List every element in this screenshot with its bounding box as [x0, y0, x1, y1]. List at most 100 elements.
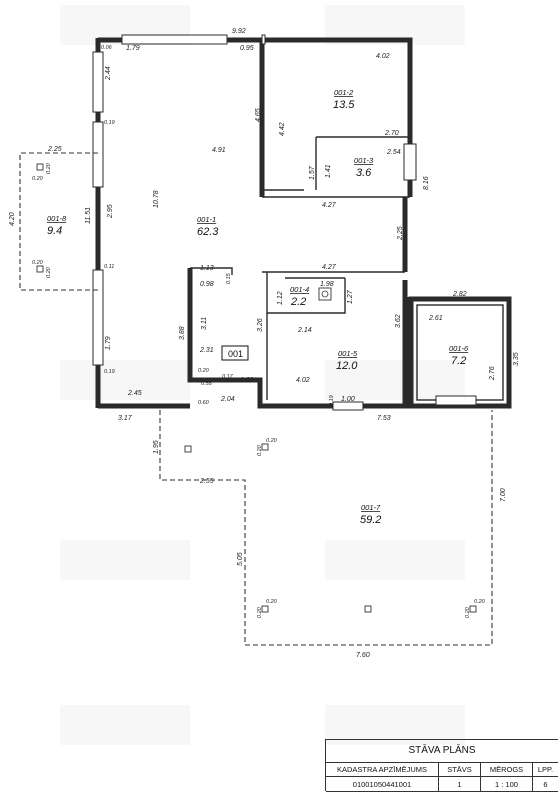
svg-text:2.45: 2.45 [127, 390, 142, 397]
svg-text:0.19: 0.19 [104, 120, 115, 126]
svg-text:0.20: 0.20 [32, 260, 44, 266]
svg-text:2.25: 2.25 [47, 146, 62, 153]
svg-text:7.53: 7.53 [377, 415, 391, 422]
svg-text:0.20: 0.20 [198, 368, 210, 374]
svg-text:0.98: 0.98 [200, 281, 214, 288]
svg-text:0.95: 0.95 [240, 45, 254, 52]
svg-text:4.20: 4.20 [9, 212, 16, 226]
svg-text:2.76: 2.76 [489, 366, 496, 381]
room-area-5: 12.0 [336, 360, 358, 372]
svg-text:1.02: 1.02 [240, 377, 254, 384]
svg-text:0.20: 0.20 [266, 599, 278, 605]
svg-text:7.60: 7.60 [356, 652, 370, 659]
svg-text:0.20: 0.20 [257, 606, 263, 618]
svg-text:3.35: 3.35 [513, 352, 520, 366]
svg-text:0.17: 0.17 [222, 374, 234, 380]
watermark [60, 5, 465, 745]
room-labels: 001-1 62.3 001-2 13.5 001-3 3.6 001-4 2.… [47, 88, 469, 526]
svg-text:2.25: 2.25 [397, 226, 404, 241]
svg-text:2.70: 2.70 [384, 130, 399, 137]
windows [92, 34, 477, 411]
sink-icon [318, 287, 332, 301]
svg-text:0.20: 0.20 [46, 162, 52, 174]
svg-text:0.20: 0.20 [46, 266, 52, 278]
svg-text:1.27: 1.27 [347, 289, 354, 304]
pillars [36, 163, 477, 613]
building-id: 001 [228, 349, 243, 359]
title-block: STĀVA PLĀNS KADASTRA APZĪMĒJUMS STĀVS MĒ… [325, 739, 558, 792]
room-id-3: 001-3 [354, 156, 374, 165]
room-id-6: 001-6 [449, 344, 469, 353]
building-tag-box [221, 345, 249, 361]
room-area-3: 3.6 [356, 167, 372, 179]
svg-text:1.95: 1.95 [153, 440, 160, 454]
room-area-2: 13.5 [333, 99, 355, 111]
svg-text:5.05: 5.05 [237, 552, 244, 566]
svg-text:3.17: 3.17 [118, 415, 133, 422]
tb-header-cadastre: KADASTRA APZĪMĒJUMS [326, 762, 439, 777]
dimension-labels: 9.92 0.06 1.79 0.95 2.44 0.19 4.91 10.78… [9, 28, 520, 659]
svg-text:0.20: 0.20 [257, 444, 263, 456]
svg-text:4.91: 4.91 [212, 147, 226, 154]
room-id-2: 001-2 [334, 88, 354, 97]
tb-value-scale: 1 : 100 [481, 777, 533, 792]
room-area-6: 7.2 [451, 355, 466, 367]
room-id-8: 001-8 [47, 214, 67, 223]
svg-text:4.42: 4.42 [279, 122, 286, 136]
svg-text:2.61: 2.61 [428, 315, 443, 322]
terrace-outlines [19, 152, 493, 646]
svg-text:4.02: 4.02 [296, 377, 310, 384]
svg-text:2.31: 2.31 [199, 347, 214, 354]
svg-text:2.54: 2.54 [386, 149, 401, 156]
room-id-5: 001-5 [338, 349, 358, 358]
svg-text:4.27: 4.27 [322, 264, 337, 271]
tb-header-scale: MĒROGS [481, 762, 533, 777]
svg-text:1.00: 1.00 [341, 396, 355, 403]
svg-text:2.44: 2.44 [105, 66, 112, 81]
svg-text:2.04: 2.04 [220, 396, 235, 403]
svg-text:0.15: 0.15 [226, 272, 232, 284]
svg-text:10.78: 10.78 [153, 190, 160, 208]
svg-text:1.13: 1.13 [200, 265, 214, 272]
svg-text:0.11: 0.11 [104, 264, 114, 270]
room-area-7: 59.2 [360, 514, 381, 526]
svg-text:0.20: 0.20 [474, 599, 486, 605]
svg-text:1.41: 1.41 [325, 164, 332, 178]
title-block-title: STĀVA PLĀNS [326, 740, 558, 763]
svg-text:0.20: 0.20 [32, 176, 44, 182]
svg-text:3.26: 3.26 [257, 318, 264, 332]
svg-text:0.06: 0.06 [101, 45, 113, 51]
svg-text:1.57: 1.57 [309, 165, 316, 180]
tb-value-floor: 1 [439, 777, 481, 792]
room-area-4: 2.2 [290, 296, 306, 308]
svg-text:3.88: 3.88 [179, 326, 186, 340]
svg-text:4.27: 4.27 [322, 202, 337, 209]
tb-header-floor: STĀVS [439, 762, 481, 777]
tb-value-cadastre: 01001050441001 [326, 777, 439, 792]
svg-text:2.55: 2.55 [199, 478, 214, 485]
svg-text:3.62: 3.62 [395, 314, 402, 328]
svg-text:1.98: 1.98 [320, 281, 334, 288]
svg-text:0.19: 0.19 [104, 369, 115, 375]
svg-text:8.16: 8.16 [423, 176, 430, 190]
room-id-4: 001-4 [290, 285, 309, 294]
svg-text:0.20: 0.20 [465, 606, 471, 618]
svg-text:0.55: 0.55 [201, 381, 213, 387]
svg-text:0.19: 0.19 [329, 395, 335, 406]
svg-text:0.20: 0.20 [266, 438, 278, 444]
svg-text:1.12: 1.12 [277, 291, 284, 305]
room-area-1: 62.3 [197, 226, 219, 238]
svg-text:2.14: 2.14 [297, 327, 312, 334]
svg-text:2.95: 2.95 [107, 204, 114, 219]
svg-text:11.51: 11.51 [85, 207, 92, 224]
room-area-8: 9.4 [47, 225, 62, 237]
svg-text:7.00: 7.00 [500, 488, 507, 502]
tb-value-page: 6 [533, 777, 558, 792]
svg-text:2.82: 2.82 [452, 291, 467, 298]
svg-text:4.65: 4.65 [255, 108, 262, 122]
svg-text:9.92: 9.92 [232, 28, 246, 35]
room-id-1: 001-1 [197, 215, 216, 224]
walls [95, 37, 512, 409]
svg-text:4.02: 4.02 [376, 53, 390, 60]
